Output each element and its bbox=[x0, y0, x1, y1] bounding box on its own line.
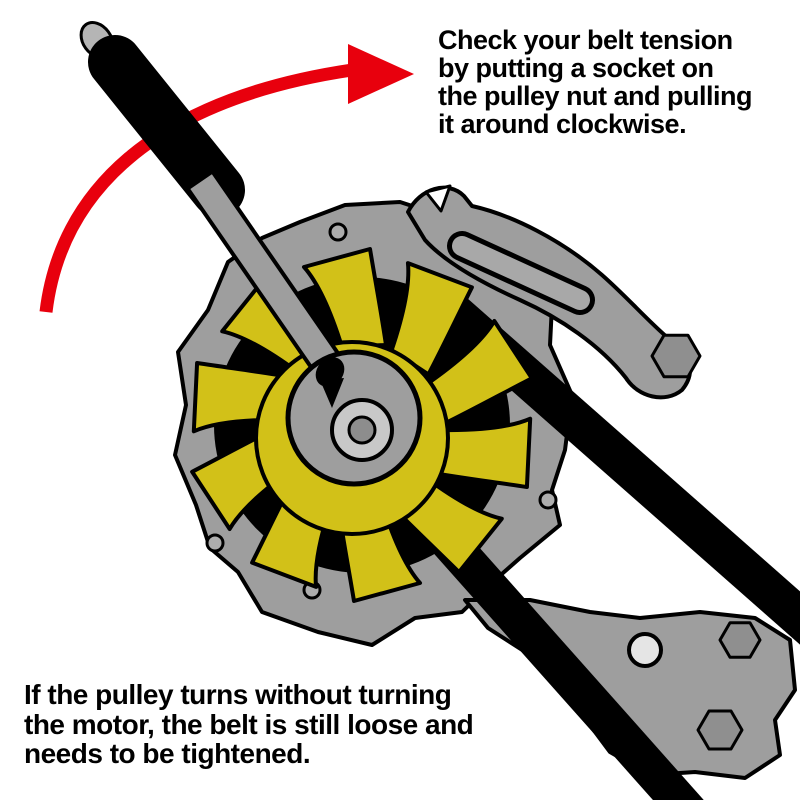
wrench-handle-grip bbox=[88, 35, 245, 217]
bracket-hole bbox=[627, 632, 663, 668]
caption-line: needs to be tightened. bbox=[24, 738, 311, 770]
housing-bolt-icon bbox=[538, 490, 558, 510]
caption-line: it around clockwise. bbox=[438, 109, 687, 140]
arrow-curve bbox=[39, 63, 353, 313]
bracket-notch bbox=[424, 184, 452, 213]
pulley-nut bbox=[347, 415, 377, 445]
arrow-head bbox=[348, 44, 414, 104]
lower-hex-bolt-icon bbox=[696, 709, 744, 751]
housing-bolt-icon bbox=[328, 222, 348, 242]
caption-line: by putting a socket on bbox=[438, 53, 714, 84]
caption-line: If the pulley turns without turning bbox=[24, 679, 452, 710]
bracket-slot bbox=[452, 236, 590, 310]
caption-line: the pulley nut and pulling bbox=[438, 81, 752, 112]
clockwise-arrow-icon bbox=[39, 44, 414, 313]
caption-line: Check your belt tension bbox=[438, 25, 733, 55]
socket-wrench bbox=[79, 21, 423, 487]
caption-line: the motor, the belt is still loose and bbox=[24, 708, 474, 740]
caption-loose-belt: If the pulley turns without turning the … bbox=[24, 679, 474, 770]
bracket-hex-bolt-icon bbox=[650, 333, 702, 379]
lower-hex-bolt-icon bbox=[718, 621, 762, 659]
caption-belt-tension: Check your belt tension by putting a soc… bbox=[438, 26, 752, 138]
upper-bracket bbox=[406, 184, 702, 400]
ratchet-lever-icon bbox=[315, 357, 345, 408]
housing-bolt-icon bbox=[205, 533, 225, 553]
